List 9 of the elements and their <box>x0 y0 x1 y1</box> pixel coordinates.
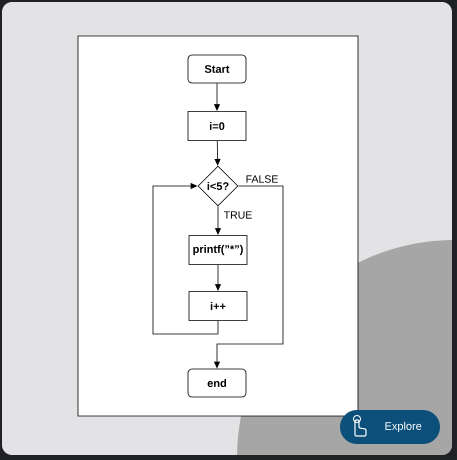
terminal-box: Start <box>188 54 246 84</box>
process-box: printf(”*”) <box>188 235 248 265</box>
process-box: i++ <box>188 291 248 321</box>
terminal-box: end <box>188 368 246 398</box>
edge-label: TRUE <box>224 211 252 219</box>
edge-label: FALSE <box>246 175 278 183</box>
arrow <box>152 182 218 334</box>
explore-button: Explore <box>340 410 440 444</box>
process-box: i=0 <box>188 111 246 141</box>
